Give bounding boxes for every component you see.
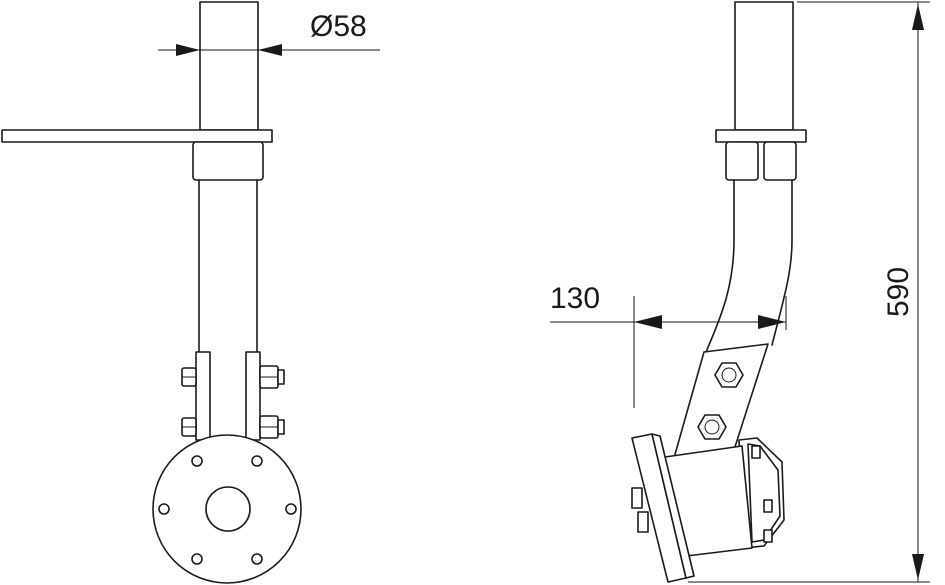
- front-bolt-upper-right: [259, 365, 285, 389]
- side-collar-left: [725, 141, 759, 181]
- side-flange-rim: [651, 433, 695, 579]
- side-flange-bolt-1: [631, 487, 643, 509]
- front-bolt-hole-1: [191, 455, 203, 467]
- front-bolt-hole-5: [191, 553, 203, 565]
- diameter-dimension: Ø58: [158, 10, 380, 56]
- diameter-label: Ø58: [310, 10, 367, 43]
- front-bolt-hole-4: [285, 503, 297, 515]
- front-upper-shaft: [199, 1, 259, 131]
- height-dimension: 590: [688, 1, 930, 583]
- offset-label: 130: [550, 282, 600, 315]
- front-mounting-plate: [1, 129, 273, 143]
- front-bolt-lower-left: [181, 417, 197, 437]
- side-tube-left-edge: [705, 179, 735, 353]
- side-tube-right-edge: [771, 179, 793, 346]
- front-bolt-hole-6: [251, 553, 263, 565]
- front-view: [1, 1, 302, 584]
- front-bracket-plate-left: [195, 351, 211, 441]
- side-mounting-plate: [715, 129, 807, 143]
- side-hex-nut-lower: [697, 414, 727, 440]
- front-sleeve-collar: [192, 141, 264, 181]
- side-collar-right: [763, 141, 797, 181]
- side-view: [631, 1, 807, 583]
- side-upper-shaft: [734, 1, 794, 131]
- front-hub-hole: [205, 486, 251, 532]
- height-label: 590: [882, 267, 915, 317]
- offset-dimension: 130: [550, 282, 787, 408]
- side-flange-bolt-2: [637, 511, 649, 533]
- side-hex-nut-upper: [714, 362, 744, 388]
- front-bolt-hole-3: [158, 503, 170, 515]
- front-bolt-upper-left: [181, 367, 197, 387]
- front-bracket-plate-right: [245, 351, 261, 441]
- front-bolt-lower-right: [259, 415, 285, 439]
- front-bolt-hole-2: [251, 455, 263, 467]
